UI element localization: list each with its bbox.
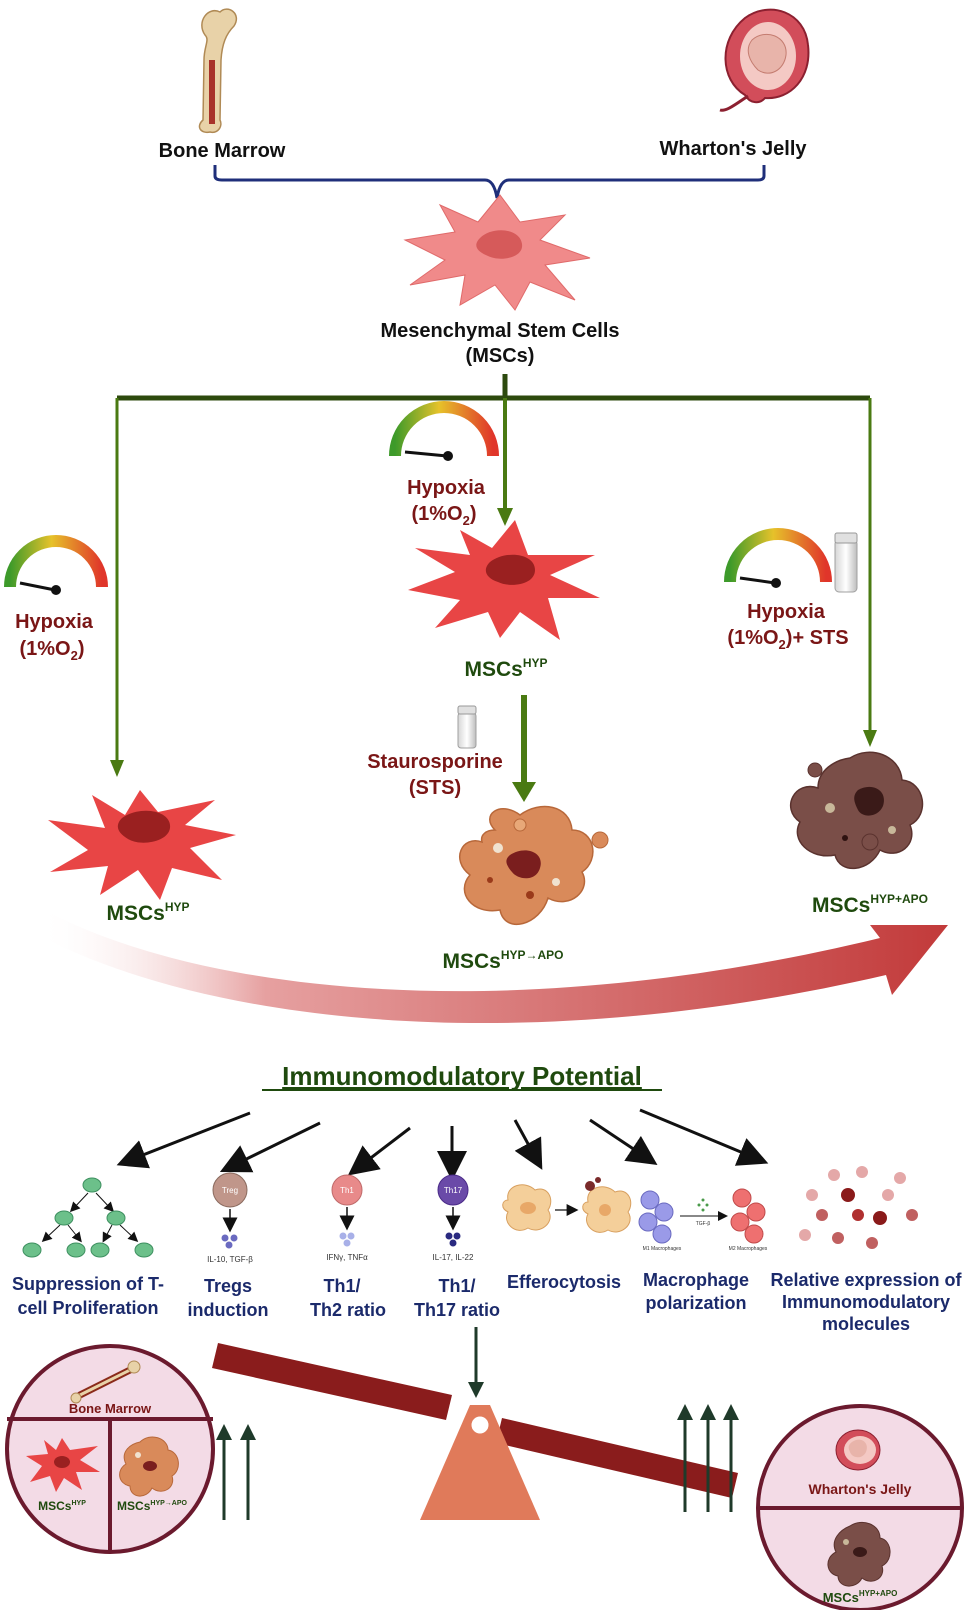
m1-label: M1 Macrophages [643, 1246, 682, 1252]
msc-hyp-cell-center-icon [408, 520, 600, 640]
msc-hyp-apo-label: MSCsHYP→APO [442, 948, 563, 973]
right-up-arrows [677, 1404, 739, 1512]
hypoxia-gauge-right-icon [724, 528, 832, 588]
assay-arrows [116, 1108, 769, 1181]
th17-cytokines: IL-17, IL-22 [433, 1253, 474, 1262]
msc-hyp-apo-cell-icon [459, 805, 609, 926]
treg-cytokines: IL-10, TGF-β [207, 1255, 253, 1264]
th17-cell-icon: Th17 IL-17, IL-22 [433, 1174, 474, 1262]
msc-label-line2: (MSCs) [466, 345, 535, 367]
o2-center-label: (1%O2) [411, 503, 476, 528]
msc-hyp-plus-apo-small-label: MSCsHYP+APO [823, 1589, 898, 1605]
tgf-label: TGF-β [696, 1221, 711, 1227]
svg-text:Th1: Th1 [340, 1186, 354, 1195]
hypoxia-gauge-left-icon [4, 535, 108, 595]
balance-beam [212, 1343, 452, 1420]
assay-3-line2: Th2 ratio [310, 1300, 386, 1320]
assay-7-line2: Immunomodulatory [782, 1292, 950, 1312]
hypoxia-gauge-center-icon [389, 401, 499, 461]
t-cell-proliferation-icon [22, 1177, 154, 1258]
msc-hyp-apo-small-label: MSCsHYP→APO [117, 1499, 187, 1513]
msc-hyp-center-label: MSCsHYP [464, 656, 547, 681]
assay-7-line3: molecules [822, 1314, 910, 1334]
womb-fetus-icon [719, 8, 810, 112]
o2-left-label: (1%O2) [19, 638, 84, 663]
potency-gradient-arrow [38, 913, 948, 1024]
msc-hyp-cell-left-icon [48, 790, 236, 900]
assay-4-line1: Th1/ [438, 1276, 475, 1296]
macrophage-polarization-icon: M1 Macrophages TGF-β M2 Macrophages [638, 1188, 768, 1252]
bone-icon-small [70, 1360, 141, 1404]
whartons-jelly-label: Wharton's Jelly [659, 138, 807, 160]
msc-hyp-apo-small-icon [119, 1436, 179, 1497]
source-bracket [213, 165, 766, 199]
assay-2-line2: induction [188, 1300, 269, 1320]
branch-arrows [110, 374, 877, 777]
assay-4-line2: Th17 ratio [414, 1300, 500, 1320]
hypoxia-left-label: Hypoxia [15, 611, 94, 633]
immunomodulatory-molecules-icon [799, 1166, 918, 1249]
msc-hyp-plus-apo-small-icon [827, 1522, 891, 1587]
whartons-jelly-circle: Wharton's Jelly MSCsHYP+APO [756, 1404, 964, 1610]
sts-label: (STS) [409, 777, 461, 799]
treg-cell-icon: Treg IL-10, TGF-β [207, 1172, 253, 1264]
msc-hyp-small-label: MSCsHYP [38, 1499, 86, 1513]
balance-fulcrum [420, 1405, 540, 1520]
m2-label: M2 Macrophages [729, 1246, 768, 1252]
balance-beam-right [496, 1418, 738, 1498]
th1-cell-icon: Th1 IFNγ, TNFα [326, 1174, 368, 1262]
svg-text:Treg: Treg [222, 1186, 238, 1195]
bone-marrow-icon [198, 8, 238, 134]
assay-labels: Suppression of T- cell Proliferation Tre… [12, 1270, 963, 1334]
sts-vial-center-icon [457, 705, 477, 749]
bone-marrow-label: Bone Marrow [159, 140, 286, 162]
assay-1-line2: cell Proliferation [17, 1298, 158, 1318]
bone-marrow-circle-label: Bone Marrow [69, 1401, 152, 1416]
svg-text:Th17: Th17 [444, 1186, 463, 1195]
assay-5-line1: Efferocytosis [507, 1272, 621, 1292]
msc-hyp-small-icon [26, 1438, 100, 1492]
msc-hyp-plus-apo-label: MSCsHYP+APO [812, 892, 928, 917]
potential-title: Immunomodulatory Potential [282, 1061, 642, 1091]
bone-marrow-circle: Bone Marrow MSCsHYP MSCsHYP→APO [5, 1344, 215, 1554]
msc-hyp-left-label: MSCsHYP [106, 900, 189, 925]
sts-vial-right-icon [834, 532, 858, 593]
left-up-arrows [216, 1424, 256, 1520]
assay-2-line1: Tregs [204, 1276, 252, 1296]
hypoxia-right-label: Hypoxia [747, 601, 826, 623]
assay-1-line1: Suppression of T- [12, 1274, 164, 1294]
whartons-jelly-circle-label: Wharton's Jelly [809, 1481, 912, 1497]
staurosporine-label: Staurosporine [367, 751, 503, 773]
fulcrum-down-arrow [468, 1327, 484, 1398]
assay-7-line1: Relative expression of [770, 1270, 962, 1290]
hypoxia-center-label: Hypoxia [407, 477, 486, 499]
womb-icon-small [835, 1429, 881, 1471]
assay-6-line1: Macrophage [643, 1270, 749, 1290]
efferocytosis-icon [502, 1177, 632, 1233]
msc-cell-icon [403, 194, 591, 311]
assay-3-line1: Th1/ [323, 1276, 360, 1296]
o2-sts-right-label: (1%O2)+ STS [727, 627, 848, 652]
msc-label-line1: Mesenchymal Stem Cells [381, 320, 620, 342]
th1-cytokines: IFNγ, TNFα [326, 1253, 368, 1262]
assay-6-line2: polarization [645, 1293, 746, 1313]
msc-hyp-plus-apo-cell-icon [789, 751, 924, 870]
